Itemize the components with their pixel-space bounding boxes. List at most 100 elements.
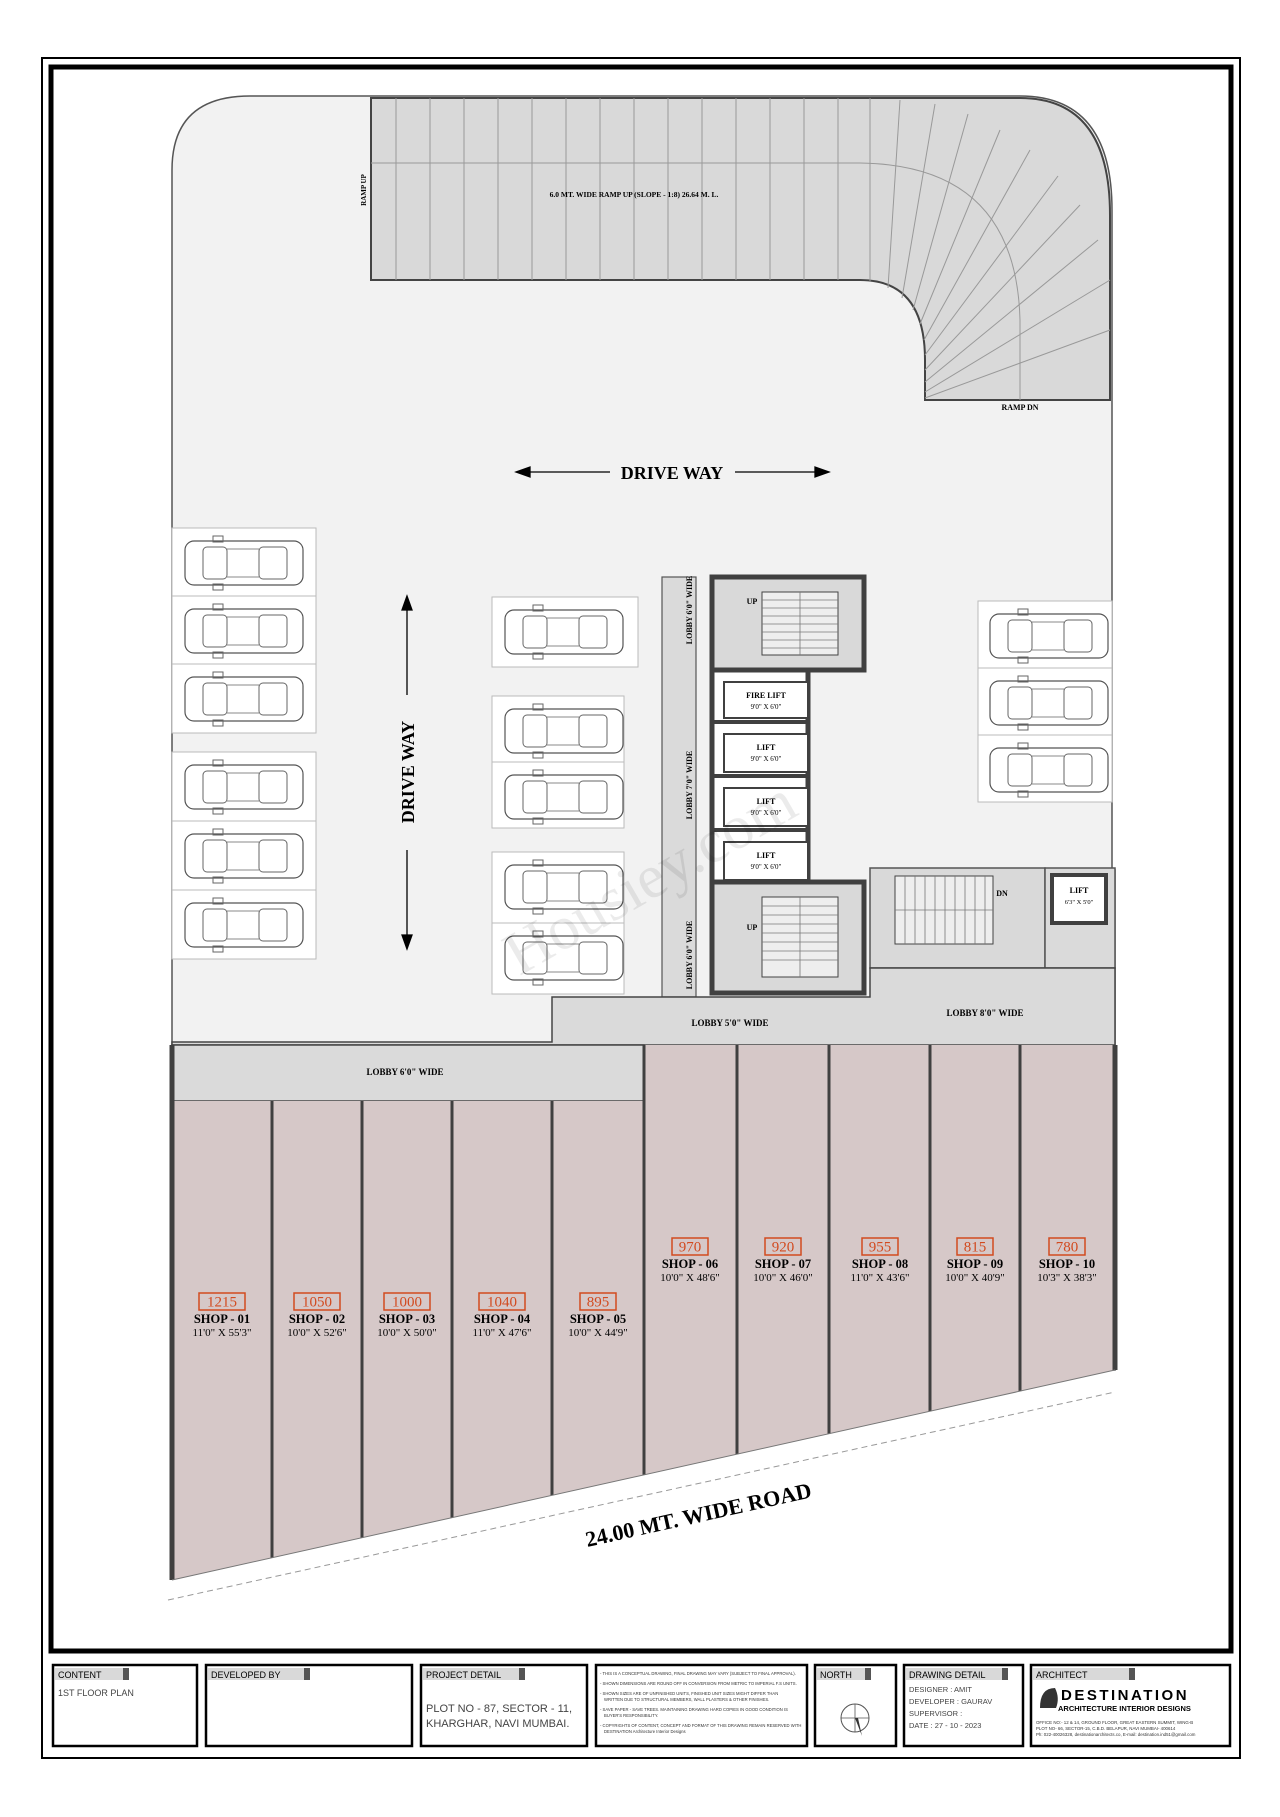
lift-1-name: FIRE LIFT — [746, 691, 786, 700]
car-icon — [184, 671, 304, 727]
shop-size: 11'0" X 43'6" — [851, 1272, 910, 1284]
shop-size: 10'0" X 52'6" — [287, 1327, 346, 1339]
lift-2-size: 9'0" X 6'0" — [751, 755, 782, 763]
drawing-detail-label: DRAWING DETAIL — [909, 1670, 986, 1680]
ramp-up-label: RAMP UP — [360, 173, 368, 205]
shop-name: SHOP - 06 — [662, 1257, 718, 1271]
stair-down-label: DN — [996, 889, 1008, 898]
car-icon — [504, 859, 624, 915]
lift-3-name: LIFT — [757, 797, 776, 806]
shop-area: 895 — [587, 1295, 610, 1311]
north-label: NORTH — [820, 1670, 852, 1680]
shop-name: SHOP - 02 — [289, 1312, 345, 1326]
lift-3-size: 9'0" X 6'0" — [751, 809, 782, 817]
north-arrow-icon — [840, 1703, 870, 1736]
car-icon — [504, 930, 624, 986]
car-icon — [184, 535, 304, 591]
ramp-description: 6.0 MT. WIDE RAMP UP (SLOPE - 1:8) 26.64… — [550, 190, 719, 199]
area-badge — [383, 1292, 431, 1311]
lobby-label-front: LOBBY 6'0" WIDE — [366, 1067, 443, 1077]
note-4: - SAVE PAPER - SAVE TREES. MAINTAINING D… — [600, 1707, 788, 1712]
firm-address-1: OFFICE NO:- 12 & 14, GROUND FLOOR, GREAT… — [1036, 1720, 1193, 1725]
lift-1-size: 9'0" X 6'0" — [751, 703, 782, 711]
area-badge — [579, 1292, 617, 1311]
shop-name: SHOP - 03 — [379, 1312, 435, 1326]
shop-name: SHOP - 08 — [852, 1257, 908, 1271]
shop-partition-walls — [270, 1045, 1022, 1558]
lobby-label-8ft: LOBBY 8'0" WIDE — [946, 1008, 1023, 1018]
shop-area: 1050 — [302, 1295, 332, 1311]
shop-size: 11'0" X 47'6" — [473, 1327, 532, 1339]
note-4b: BUYER'S RESPONSIBILITY. — [604, 1713, 658, 1718]
shop-name: SHOP - 01 — [194, 1312, 250, 1326]
shop-name: SHOP - 07 — [755, 1257, 811, 1271]
shop-area: 780 — [1056, 1240, 1079, 1256]
note-5: - COPYRIGHTS OF CONTENT, CONCEPT AND FOR… — [600, 1723, 801, 1728]
shop-size: 11'0" X 55'3" — [193, 1327, 252, 1339]
outer-border — [41, 57, 1241, 1759]
lobby-label-lower: LOBBY 6'0" WIDE — [685, 921, 694, 989]
area-badge — [478, 1292, 526, 1311]
shop-size: 10'0" X 50'0" — [377, 1327, 436, 1339]
shop-area: 1000 — [392, 1295, 422, 1311]
car-icon — [504, 769, 624, 825]
firm-tagline: ARCHITECTURE INTERIOR DESIGNS — [1058, 1704, 1191, 1713]
shop-area: 1215 — [207, 1295, 237, 1311]
shop-name: SHOP - 05 — [570, 1312, 626, 1326]
note-1: - THIS IS A CONCEPTUAL DRAWING, FINAL DR… — [600, 1671, 796, 1676]
car-icon — [504, 703, 624, 759]
car-icon — [989, 608, 1109, 664]
developer: DEVELOPER : GAURAV — [909, 1697, 992, 1706]
firm-contact: Ph: 022-40026328, destinationarchitects.… — [1036, 1732, 1196, 1737]
driveway-arrow-vertical — [401, 594, 413, 951]
supervisor: SUPERVISOR : — [909, 1709, 962, 1718]
developed-by-label: DEVELOPED BY — [211, 1670, 281, 1680]
shop-size: 10'0" X 48'6" — [660, 1272, 719, 1284]
firm-address-2: PLOT NO- 66, SECTOR-15, C.B.D. BELAPUR, … — [1036, 1726, 1176, 1731]
driveway-label-vertical: DRIVE WAY — [398, 721, 418, 824]
firm-name: DESTINATION — [1061, 1687, 1189, 1704]
car-icon — [184, 603, 304, 659]
note-3b: WRITTEN DUE TO STRUCTURAL MEMBERS, WALL … — [604, 1697, 769, 1702]
car-icon — [504, 604, 624, 660]
title-block: CONTENT 1ST FLOOR PLAN DEVELOPED BY PROJ… — [51, 1663, 1232, 1748]
lobby-label-7ft: LOBBY 7'0" WIDE — [685, 751, 694, 819]
driveway-arrow-horizontal — [514, 466, 831, 478]
shop-area: 970 — [679, 1240, 702, 1256]
area-badge — [198, 1292, 246, 1311]
shop-name: SHOP - 10 — [1039, 1257, 1095, 1271]
area-badge — [861, 1237, 899, 1256]
area-badge — [764, 1237, 802, 1256]
area-badge — [1048, 1237, 1086, 1256]
note-3: - SHOWN SIZES ARE OF UNFINISHED UNITS, F… — [600, 1691, 778, 1696]
lobby-label-5ft: LOBBY 5'0" WIDE — [691, 1018, 768, 1028]
shop-size: 10'0" X 46'0" — [753, 1272, 812, 1284]
car-icon — [184, 897, 304, 953]
small-lift-name: LIFT — [1070, 886, 1089, 895]
note-5b: DESTINATION Architecture Interior Design… — [604, 1729, 686, 1734]
shop-size: 10'0" X 44'9" — [568, 1327, 627, 1339]
shop-area: 920 — [772, 1240, 795, 1256]
car-icon — [989, 675, 1109, 731]
driveway-label-horizontal: DRIVE WAY — [621, 463, 724, 483]
content-label: CONTENT — [58, 1670, 102, 1680]
car-icon — [184, 759, 304, 815]
drawing-date: DATE : 27 - 10 - 2023 — [909, 1721, 981, 1730]
shop-area: 815 — [964, 1240, 987, 1256]
ramp — [370, 97, 1111, 401]
small-lift-size: 6'3" X 5'0" — [1065, 899, 1094, 906]
lift-4-size: 9'0" X 6'0" — [751, 863, 782, 871]
stair-up-label-2: UP — [747, 923, 758, 932]
shop-name: SHOP - 04 — [474, 1312, 531, 1326]
